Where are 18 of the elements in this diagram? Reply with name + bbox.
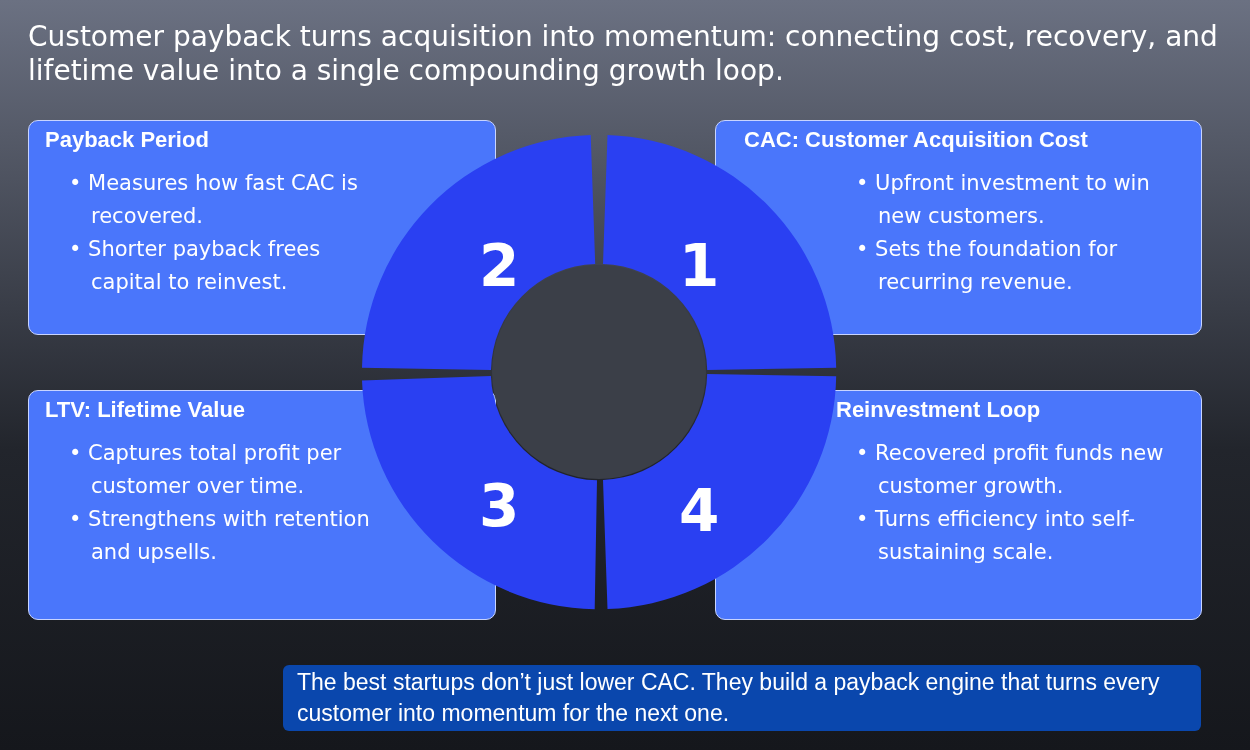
title-text: Customer payback turns acquisition into momentum: connecting cost, recovery, and lifetime value into a single compounding growth loop. (28, 20, 1219, 88)
step-number: 1 (679, 232, 720, 300)
bullet-text: • Captures total profit per customer over time. (69, 440, 343, 500)
card-heading: CAC: Customer Acquisition Cost (744, 127, 1089, 153)
bullet-text: • Recovered profit funds new customer growth. (856, 440, 1165, 500)
bullet-text: • Upfront investment to win new customers. (856, 170, 1151, 230)
caption-banner: The best startups don’t just lower CAC. They build a payback engine that turns every customer into momentum for the next one. (283, 665, 1201, 731)
step-number: 4 (679, 477, 720, 545)
step-number: 2 (479, 232, 520, 300)
step-number: 3 (479, 472, 520, 540)
bullet-text: • Turns efficiency into self-sustaining scale. (856, 506, 1137, 566)
bullet-text: • Strengthens with retention and upsells. (69, 506, 371, 566)
card-heading: Payback Period (45, 127, 210, 153)
bullet-text: • Measures how fast CAC is recovered. (69, 170, 359, 230)
bullet-text: • Sets the foundation for recurring revenue. (856, 236, 1119, 296)
card-heading: Reinvestment Loop (836, 397, 1042, 423)
bullet-text: • Shorter payback frees capital to reinvest. (69, 236, 322, 296)
card-heading: LTV: Lifetime Value (45, 397, 247, 423)
